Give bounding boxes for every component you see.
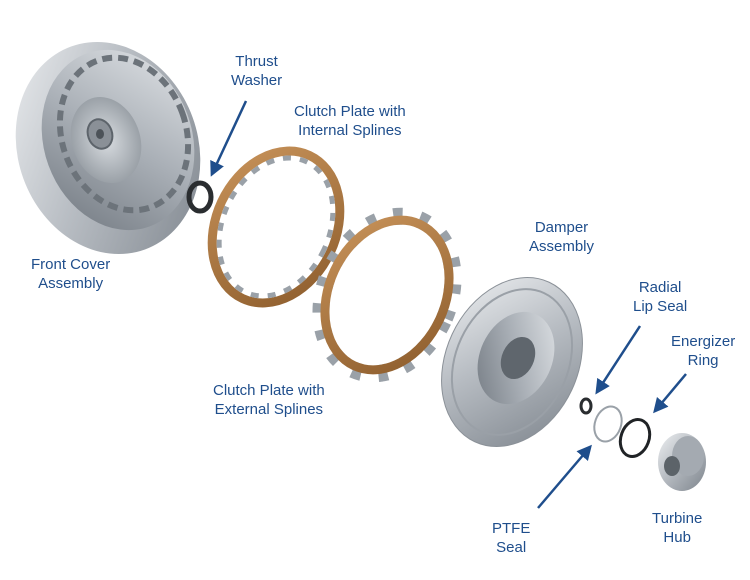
clutch-plate-internal-splines: [207, 146, 345, 308]
damper-assembly: [441, 277, 583, 447]
arrow-energizer-ring: [653, 373, 687, 414]
turbine-hub: [658, 433, 706, 491]
arrow-thrust-washer: [210, 100, 248, 177]
radial-lip-seal: [579, 397, 593, 415]
arrow-ptfe-seal: [537, 444, 592, 509]
leader-arrows: [210, 100, 687, 509]
arrow-radial-lip-seal: [595, 325, 642, 395]
front-cover-assembly: [15, 41, 201, 255]
energizer-ring: [618, 418, 652, 458]
thrust-washer: [186, 180, 214, 214]
clutch-plate-external-splines: [312, 207, 462, 383]
ptfe-seal: [593, 405, 623, 443]
